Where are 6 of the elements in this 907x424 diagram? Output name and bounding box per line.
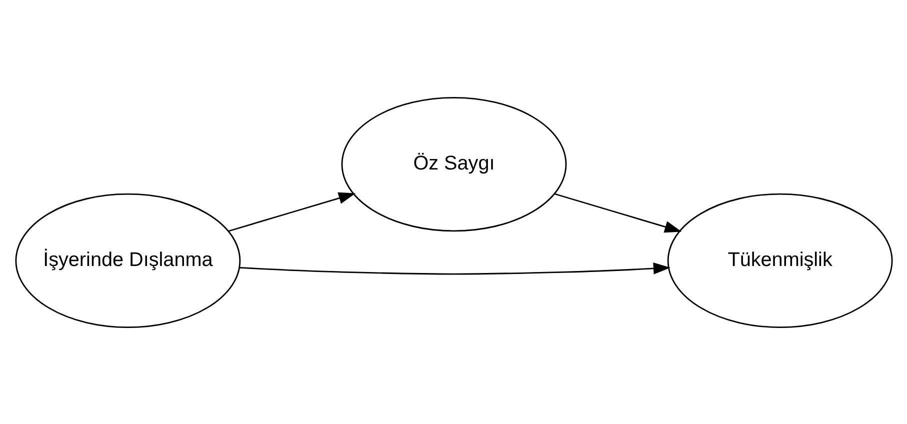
arrow: [239, 262, 670, 274]
arrow: [228, 192, 356, 232]
node-ellipse: Tükenmişlik: [666, 192, 892, 328]
node-ellipse: İşyerinde Dışlanma: [14, 192, 240, 328]
arrow: [554, 192, 682, 232]
node-ellipse: Öz Saygı: [340, 96, 566, 232]
